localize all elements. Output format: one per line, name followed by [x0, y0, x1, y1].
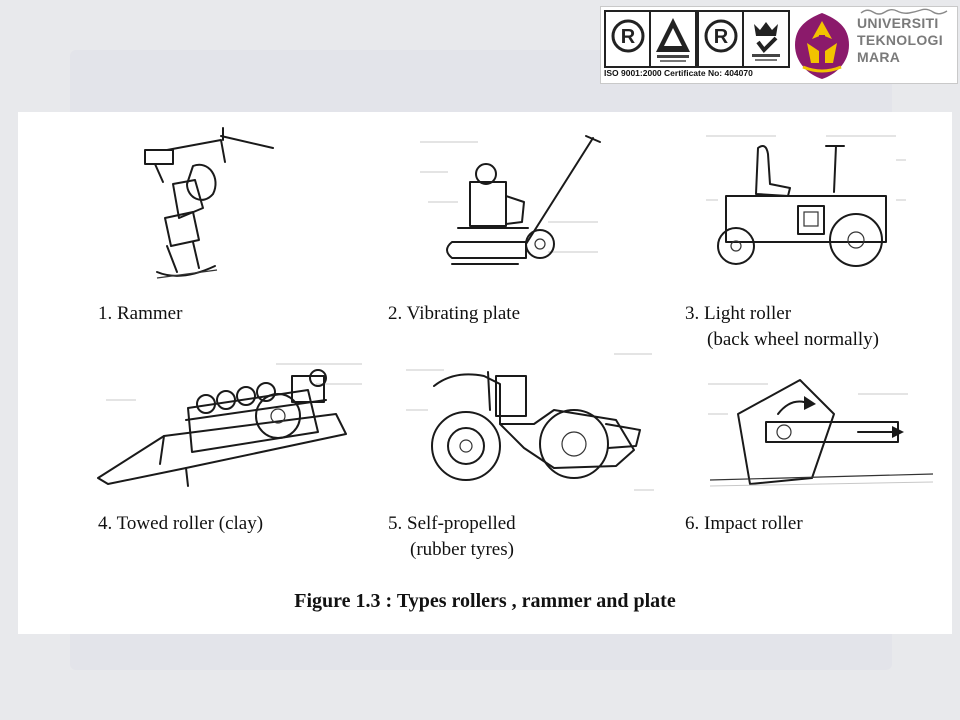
- caption-text: 2. Vibrating plate: [388, 303, 521, 324]
- self-propelled-roller-illustration: [404, 350, 654, 500]
- caption-text: 4. Towed roller (clay): [98, 513, 264, 534]
- university-name: UNIVERSITI TEKNOLOGI MARA: [857, 8, 953, 66]
- ukas-crown-icon: [742, 10, 790, 68]
- caption-text: 3. Light roller: [685, 303, 792, 324]
- figure-title: Figure 1.3 : Types rollers , rammer and …: [294, 590, 676, 612]
- caption-text: 1. Rammer: [98, 303, 183, 324]
- university-name-line-3: MARA: [857, 49, 901, 65]
- jawi-script-logo: [860, 8, 948, 15]
- vibrating-plate-illustration: [418, 132, 603, 282]
- university-name-line-2: TEKNOLOGI: [857, 32, 943, 48]
- caption-subtext: (back wheel normally): [707, 329, 879, 350]
- figure-item-3-caption: 3. Light roller (back wheel normally): [685, 301, 879, 353]
- certification-triangle-icon: [649, 10, 697, 68]
- svg-text:R: R: [714, 26, 729, 48]
- certificate-caption: ISO 9001:2000 Certificate No: 404070: [604, 68, 753, 78]
- caption-text: 6. Impact roller: [685, 513, 803, 534]
- figure-item-1-caption: 1. Rammer: [98, 301, 182, 327]
- light-roller-illustration: [706, 130, 906, 270]
- figure-item-4-caption: 4. Towed roller (clay): [98, 511, 263, 537]
- uitm-crest-logo: [789, 9, 855, 81]
- figure-item-6-caption: 6. Impact roller: [685, 511, 803, 537]
- impact-roller-illustration: [708, 374, 933, 494]
- caption-text: 5. Self-propelled: [388, 513, 516, 534]
- figure-panel: 1. Rammer 2. Vibrating plate 3. Light ro…: [18, 112, 952, 634]
- caption-subtext: (rubber tyres): [410, 539, 514, 560]
- university-name-line-1: UNIVERSITI: [857, 15, 939, 31]
- towed-roller-illustration: [96, 360, 366, 500]
- rammer-illustration: [133, 122, 283, 287]
- registered-mark-icon: R: [604, 10, 652, 68]
- registered-mark-icon: R: [697, 10, 745, 68]
- svg-text:R: R: [621, 26, 636, 48]
- logo-banner: R R ISO 9001:2000 Certificate No: 404070: [600, 6, 958, 84]
- figure-item-2-caption: 2. Vibrating plate: [388, 301, 520, 327]
- figure-item-5-caption: 5. Self-propelled (rubber tyres): [388, 511, 516, 563]
